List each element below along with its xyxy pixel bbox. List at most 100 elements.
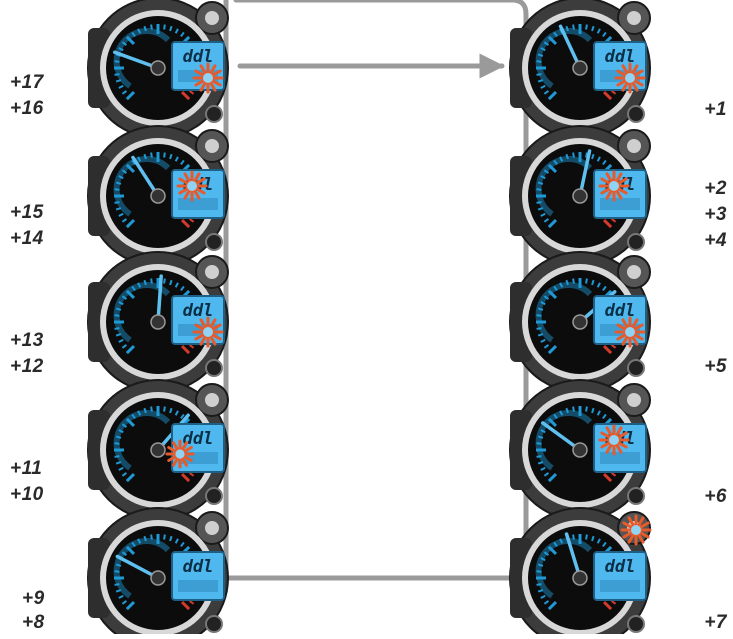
needle-hub xyxy=(572,314,588,330)
step-label: +4 xyxy=(704,230,727,251)
blink-ray xyxy=(209,81,217,92)
knob-cap xyxy=(205,11,219,25)
dial-glow xyxy=(535,156,593,217)
dial-tick xyxy=(572,24,575,30)
dial-tick xyxy=(602,31,607,38)
dial-tick xyxy=(150,24,153,30)
dial-tick xyxy=(540,212,546,217)
blink-ray xyxy=(627,516,635,527)
blink-ray xyxy=(605,443,613,454)
blink-ray xyxy=(622,521,633,529)
blink-ray xyxy=(172,457,179,467)
dial-tick xyxy=(540,429,546,434)
dial-tick xyxy=(131,285,136,292)
button-icon xyxy=(205,359,223,377)
dial-tick xyxy=(169,25,173,32)
dial-tick xyxy=(610,218,617,223)
dial-tick xyxy=(125,600,136,611)
dial-tick xyxy=(602,218,613,229)
dial-tick xyxy=(572,278,575,284)
dial-tick xyxy=(188,90,195,95)
dial-tick xyxy=(540,175,546,180)
dial-tick xyxy=(115,461,122,465)
lcd-readout: ddl xyxy=(605,557,636,577)
dial-tick xyxy=(536,201,542,204)
blink-ray xyxy=(199,318,207,329)
dial-tick xyxy=(174,156,179,162)
needle-hub xyxy=(150,442,166,458)
dial-tick xyxy=(125,472,136,483)
dial-tick xyxy=(537,53,544,57)
dial-tick xyxy=(180,600,191,611)
knob-cap xyxy=(205,521,219,535)
step-label: +17 xyxy=(10,72,44,93)
blink-core xyxy=(623,71,637,85)
dial-tick xyxy=(536,455,542,458)
dial-tick xyxy=(596,156,601,162)
dial-tick xyxy=(131,541,136,548)
dial-tick xyxy=(602,159,607,166)
lcd-subdisplay xyxy=(600,580,640,592)
dial-tick xyxy=(547,90,558,101)
dial-tick xyxy=(536,314,542,317)
blink-ray xyxy=(615,443,623,454)
gauge-left-2: ddl xyxy=(87,125,229,267)
dial-tick xyxy=(188,344,195,349)
blink-ray xyxy=(183,455,193,462)
blink-ray xyxy=(172,441,179,451)
blink-ray xyxy=(209,335,217,346)
gauge-right-2: ddl xyxy=(509,125,651,267)
dial-tick xyxy=(180,285,185,292)
dial-tick xyxy=(585,152,588,158)
dial-tick xyxy=(536,442,542,445)
dial-tick xyxy=(131,413,136,420)
dial-tick xyxy=(118,212,124,217)
dial-tick xyxy=(602,285,607,292)
lcd-subdisplay xyxy=(600,198,640,210)
dial-tick xyxy=(137,538,142,544)
dial-tick xyxy=(125,545,136,556)
blink-core xyxy=(607,433,621,447)
blink-ray xyxy=(637,516,645,527)
blink-ray xyxy=(617,187,628,195)
gauge-right-3: ddl xyxy=(509,251,651,393)
blink-core xyxy=(607,179,621,193)
dial-tick xyxy=(591,535,595,542)
dial-tick xyxy=(547,344,558,355)
dial-tick xyxy=(150,278,153,284)
blink-ray xyxy=(631,81,639,92)
knob-cap xyxy=(205,265,219,279)
needle-hub xyxy=(572,60,588,76)
dial-tick xyxy=(559,156,564,162)
dial-tick xyxy=(125,289,136,300)
step-label: +9 xyxy=(22,588,45,609)
blink-ray xyxy=(605,426,613,437)
dial-tick xyxy=(537,589,544,593)
button-icon xyxy=(627,487,645,505)
lcd-readout: ddl xyxy=(183,47,214,67)
dial-tick xyxy=(596,28,601,34)
blink-ray xyxy=(615,189,623,200)
blink-ray xyxy=(621,318,629,329)
dial-tick xyxy=(118,338,124,343)
dial-tick xyxy=(115,181,122,185)
blink-ray xyxy=(194,69,205,77)
dial-tick xyxy=(115,307,122,311)
blink-ray xyxy=(195,187,206,195)
dial-tick xyxy=(536,188,542,191)
blink-ray xyxy=(639,531,650,539)
blink-ray xyxy=(617,177,628,185)
dial-tick xyxy=(114,570,120,573)
step-label: +5 xyxy=(704,356,727,377)
dial-tick xyxy=(137,28,142,34)
needle-hub xyxy=(572,570,588,586)
connector-left-trunk xyxy=(223,0,515,581)
button-icon xyxy=(205,105,223,123)
dial-tick xyxy=(572,534,575,540)
blink-ray xyxy=(605,189,613,200)
step-label: +1 xyxy=(704,99,727,120)
dial-tick xyxy=(137,282,142,288)
knob-cap xyxy=(627,265,641,279)
dial-tick xyxy=(125,163,136,174)
